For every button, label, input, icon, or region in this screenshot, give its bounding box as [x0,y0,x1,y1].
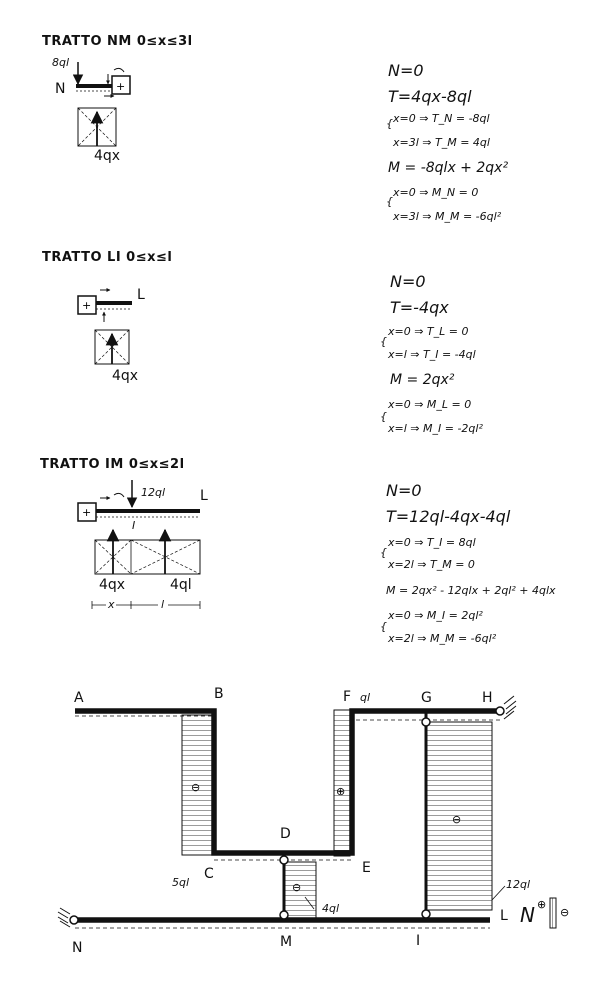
sign-minus: ⊖ [452,813,461,826]
eq-shear: T=4qx-8ql [388,87,472,106]
eq-moment: M = 2qx² [390,372,455,388]
load-labels: ql 5ql 4ql 12ql [172,691,530,915]
dist-load-label: 4qx [112,368,138,384]
point-b: B [214,686,224,702]
axial-area-dm [283,861,317,919]
equations: N=0 T=-4qx { x=0 ⇒ T_L = 0 x=l ⇒ T_I = -… [380,272,483,435]
point-d: D [280,826,291,842]
end-label: L [137,287,145,303]
end-label: N [55,81,65,97]
end-label: L [200,488,208,504]
load-diagram: 4qx 4ql x l [91,528,201,611]
point-f: F [343,689,351,705]
svg-text:{: { [380,546,387,559]
point-label: I [132,519,135,532]
moment-case-2: x=l ⇒ M_I = -2ql² [387,422,483,435]
eq-moment: M = -8qlx + 2qx² [388,160,508,176]
beam-sketch: + 12ql L I [77,480,208,532]
point-g: G [421,690,432,706]
load-label: 8ql [52,56,69,69]
svg-text:{: { [380,620,387,633]
support-n [57,907,79,928]
load-label: 5ql [172,876,189,889]
frame-diagram: A B C D E F G H I L M N ql 5ql 4ql 12ql … [57,686,569,956]
svg-text:{: { [380,410,387,423]
legend: N ⊕ ⊖ [520,897,569,929]
moment-case-2: x=3l ⇒ M_M = -6ql² [392,210,502,223]
eq-normal: N=0 [390,272,426,291]
load-label: 4ql [322,902,339,915]
legend-label: N [520,903,535,927]
moment-case-2: x=2l ⇒ M_M = -6ql² [387,632,497,645]
sign-minus: ⊖ [191,781,200,794]
moment-case-1: x=0 ⇒ M_I = 2ql² [387,609,483,622]
eq-moment: M = 2qx² - 12qlx + 2ql² + 4qlx [386,584,556,597]
axial-area-bc [181,714,215,856]
section-nm: TRATTO NM 0≤x≤3l + 8ql N 4qx N=0 T=4qx-8… [42,34,508,223]
moment-case-1: x=0 ⇒ M_N = 0 [392,186,478,199]
shear-case-2: x=3l ⇒ T_M = 4ql [392,136,490,149]
shear-case-1: x=0 ⇒ T_N = -8ql [392,112,490,125]
load-diagram: 4qx [77,107,120,164]
axial-area-gi [425,721,493,911]
cut-section-box [111,75,131,95]
point-e: E [362,860,371,876]
point-c: C [204,866,214,882]
dim-label: x [107,598,115,611]
point-a: A [74,690,84,706]
sign-plus: ⊕ [336,785,345,798]
point-l: L [500,908,508,924]
dist-load-label: 4qx [94,148,120,164]
equations: N=0 T=12ql-4qx-4ql { x=0 ⇒ T_I = 8ql x=2… [380,481,556,645]
point-m: M [280,934,292,950]
section-title: TRATTO NM 0≤x≤3l [42,34,193,49]
frame-members [75,708,500,923]
shear-case-1: x=0 ⇒ T_L = 0 [387,325,469,338]
point-h: H [482,690,493,706]
point-n: N [72,940,82,956]
section-title: TRATTO IM 0≤x≤2l [40,457,185,472]
eq-shear: T=-4qx [390,298,449,317]
beam-sketch: + L [77,287,145,322]
shear-case-2: x=2l ⇒ T_M = 0 [387,558,475,571]
legend-plus: ⊕ [537,898,546,911]
eq-normal: N=0 [388,61,424,80]
axial-area-fe [333,709,351,857]
svg-text:{: { [386,117,393,130]
equations: N=0 T=4qx-8ql { x=0 ⇒ T_N = -8ql x=3l ⇒ … [386,61,508,223]
load-diagram: 4qx [94,329,138,384]
eq-normal: N=0 [386,481,422,500]
section-title: TRATTO LI 0≤x≤l [42,250,172,265]
svg-text:+: + [82,299,91,312]
svg-text:{: { [380,335,387,348]
dim-label: l [161,598,164,611]
sign-symbols: ⊖ ⊕ ⊖ ⊖ [191,781,461,894]
legend-minus: ⊖ [560,906,569,919]
dist-load-label: 4ql [170,577,192,593]
dist-load-label: 4qx [99,577,125,593]
shear-case-1: x=0 ⇒ T_I = 8ql [387,536,476,549]
support-h [495,695,517,720]
svg-text:+: + [82,506,91,519]
load-label: ql [360,691,370,704]
beam-sketch: + 8ql N [52,56,131,98]
point-labels: A B C D E F G H I L M N [72,686,508,956]
load-label: 12ql [141,486,165,499]
section-li: TRATTO LI 0≤x≤l + L 4qx N=0 T=-4qx { x=0… [42,250,483,435]
load-label: 12ql [506,878,530,891]
moment-case-1: x=0 ⇒ M_L = 0 [387,398,471,411]
plus-sign: + [116,80,125,93]
svg-text:{: { [386,195,393,208]
sign-minus: ⊖ [292,881,301,894]
section-im: TRATTO IM 0≤x≤2l + 12ql L I 4qx 4ql [40,457,556,645]
shear-case-2: x=l ⇒ T_I = -4ql [387,348,476,361]
hinges [279,717,431,920]
point-i: I [416,933,420,949]
eq-shear: T=12ql-4qx-4ql [386,507,511,526]
